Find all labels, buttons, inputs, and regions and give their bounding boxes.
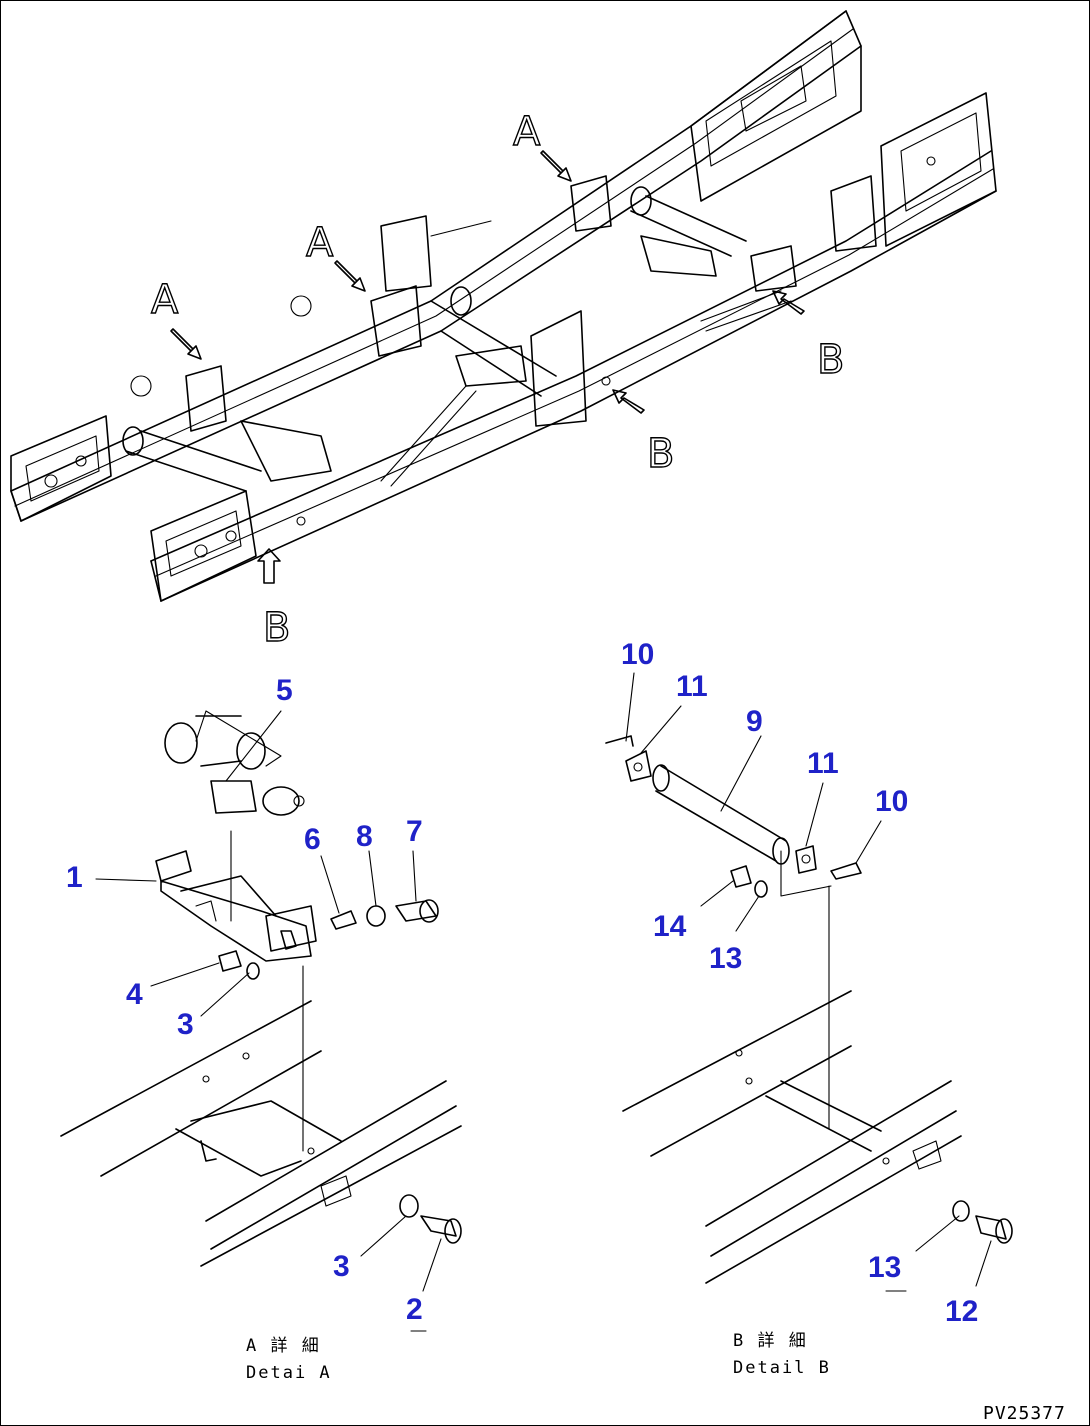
callout-7: 7 (406, 815, 423, 848)
drawing-code: PV25377 (983, 1403, 1066, 1424)
view-arrows (170, 150, 805, 584)
callout-5: 5 (276, 674, 293, 707)
callout-14: 14 (653, 910, 687, 943)
view-marker-b-1: B (817, 337, 844, 383)
view-marker-a-1: A (151, 277, 179, 323)
callout-6: 6 (304, 823, 321, 856)
detail-a-caption-en: Detai A (246, 1363, 332, 1383)
callout-13-lower: 13 (868, 1251, 901, 1284)
detail-a-drawing (60, 710, 462, 1332)
callout-10-right: 10 (875, 785, 908, 818)
view-marker-b-3: B (263, 605, 290, 651)
callout-12: 12 (945, 1295, 978, 1328)
detail-b-drawing (605, 672, 1013, 1292)
callout-1: 1 (66, 861, 83, 894)
callout-11-right: 11 (807, 747, 839, 780)
callout-3-lower: 3 (333, 1250, 350, 1283)
callout-11-upper: 11 (676, 670, 708, 703)
callout-3-upper: 3 (177, 1008, 194, 1041)
view-marker-a-2: A (306, 220, 334, 266)
callout-13-upper: 13 (709, 942, 742, 975)
detail-a-caption-jp: A 詳 細 (246, 1336, 321, 1356)
callout-10-upper: 10 (621, 638, 654, 671)
callout-9: 9 (746, 705, 763, 738)
detail-b-caption-jp: B 詳 細 (733, 1331, 808, 1351)
detail-a-callouts: 1 2 3 3 4 5 6 7 8 (66, 674, 423, 1326)
callout-8: 8 (356, 820, 373, 853)
view-marker-b-2: B (647, 431, 674, 477)
view-marker-a-3: A (513, 109, 541, 155)
detail-b-caption-en: Detail B (733, 1358, 831, 1378)
frame-assembly (10, 10, 997, 602)
callout-4: 4 (126, 978, 143, 1011)
callout-2: 2 (406, 1293, 423, 1326)
detail-b-callouts: 9 10 10 11 11 12 13 13 14 (621, 638, 978, 1328)
